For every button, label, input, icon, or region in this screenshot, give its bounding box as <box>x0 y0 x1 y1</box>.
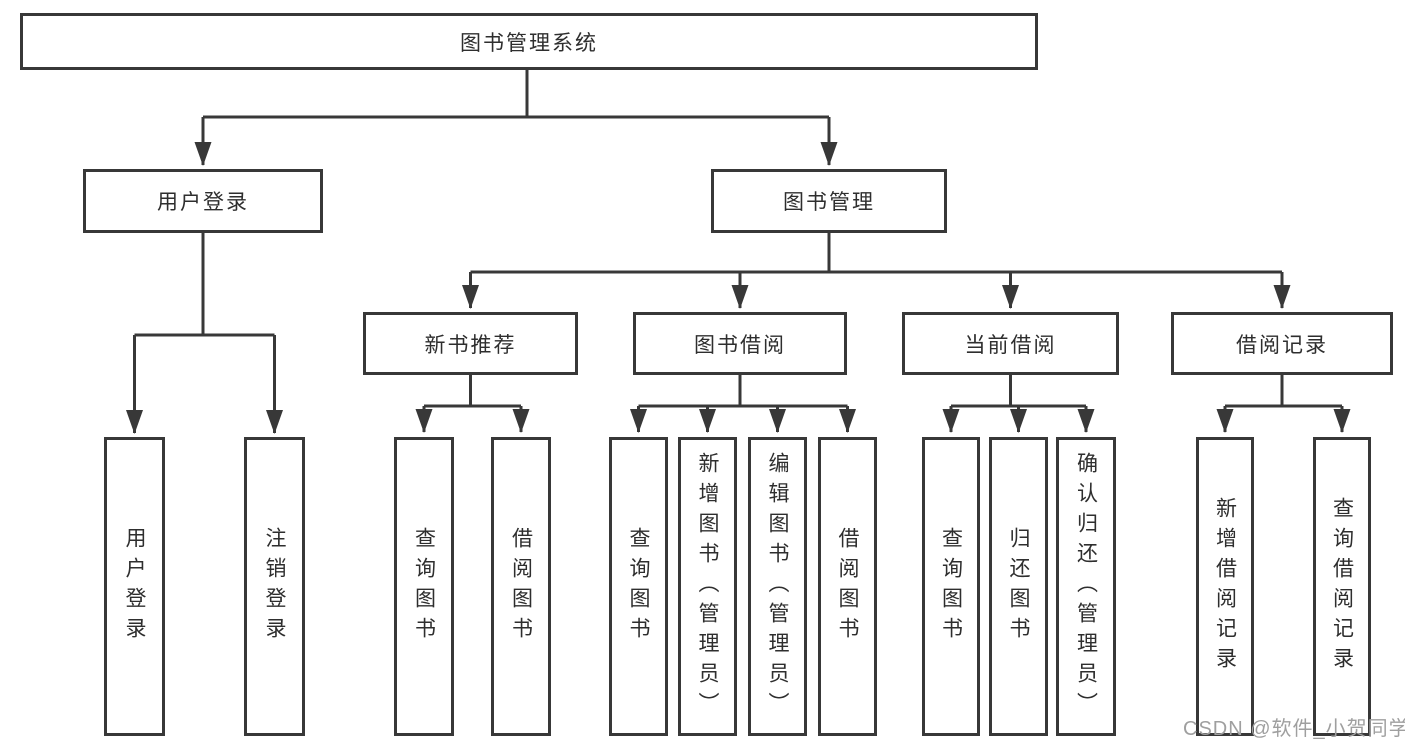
node-edit-books-admin: 编辑图书（管理员） <box>748 437 807 736</box>
node-confirm-return-admin-label: 确认归还（管理员） <box>1074 451 1098 722</box>
node-add-books-admin: 新增图书（管理员） <box>678 437 737 736</box>
node-add-borrow-record-label: 新增借阅记录 <box>1213 496 1237 677</box>
node-borrow-records-label: 借阅记录 <box>1236 333 1328 357</box>
connector-arrows <box>126 117 1351 434</box>
node-root: 图书管理系统 <box>20 13 1038 70</box>
node-borrow-books-recommend-label: 借阅图书 <box>509 526 533 647</box>
node-query-books-borrow-label: 查询图书 <box>627 526 650 647</box>
node-add-borrow-record: 新增借阅记录 <box>1196 437 1254 736</box>
node-user-login-action-label: 用户登录 <box>123 526 146 647</box>
node-current-borrow-label: 当前借阅 <box>964 333 1057 357</box>
node-borrow-records: 借阅记录 <box>1171 312 1393 375</box>
node-query-books-recommend: 查询图书 <box>394 437 454 736</box>
node-add-books-admin-label: 新增图书（管理员） <box>696 451 719 722</box>
node-borrow-books-recommend: 借阅图书 <box>491 437 551 736</box>
node-new-book-recommend-label: 新书推荐 <box>424 333 517 357</box>
node-current-borrow: 当前借阅 <box>902 312 1119 375</box>
node-query-books-current: 查询图书 <box>922 437 980 736</box>
node-book-borrow: 图书借阅 <box>633 312 847 375</box>
node-logout-action-label: 注销登录 <box>263 526 286 647</box>
node-query-books-recommend-label: 查询图书 <box>412 526 436 647</box>
node-user-login-label: 用户登录 <box>157 191 249 214</box>
node-confirm-return-admin: 确认归还（管理员） <box>1056 437 1116 736</box>
node-borrow-books-action: 借阅图书 <box>818 437 877 736</box>
node-user-login-action: 用户登录 <box>104 437 165 736</box>
node-book-management-label: 图书管理 <box>783 191 875 214</box>
node-logout-action: 注销登录 <box>244 437 305 736</box>
node-return-books-label: 归还图书 <box>1007 526 1030 647</box>
node-book-management: 图书管理 <box>711 169 947 233</box>
csdn-watermark: CSDN @软件_小贺同学 <box>1183 718 1405 740</box>
node-borrow-books-action-label: 借阅图书 <box>836 526 859 647</box>
node-user-login: 用户登录 <box>83 169 323 233</box>
node-return-books: 归还图书 <box>989 437 1048 736</box>
node-query-borrow-record-label: 查询借阅记录 <box>1330 496 1354 677</box>
node-root-label: 图书管理系统 <box>460 31 598 55</box>
node-new-book-recommend: 新书推荐 <box>363 312 578 375</box>
node-book-borrow-label: 图书借阅 <box>694 333 786 357</box>
node-query-books-borrow: 查询图书 <box>609 437 668 736</box>
node-query-books-current-label: 查询图书 <box>939 526 963 647</box>
connector-trunk-lines <box>134 70 1342 408</box>
node-edit-books-admin-label: 编辑图书（管理员） <box>766 451 789 722</box>
node-query-borrow-record: 查询借阅记录 <box>1313 437 1371 736</box>
